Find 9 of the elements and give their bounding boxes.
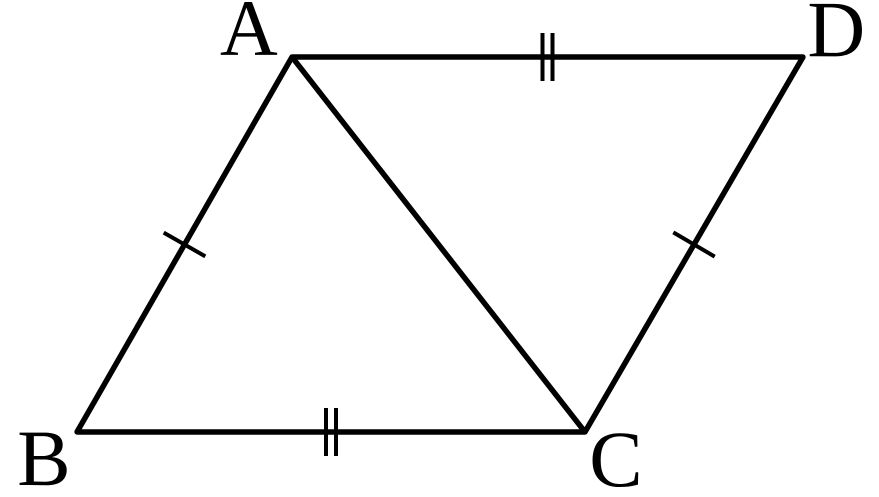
line-segment xyxy=(582,54,806,435)
line-segment xyxy=(74,429,588,435)
line-segment xyxy=(289,54,588,435)
line-segment xyxy=(74,54,295,435)
vertex-label: D xyxy=(810,4,862,56)
vertex-label: A xyxy=(220,2,278,55)
line-segment xyxy=(289,54,806,60)
vertex-label: C xyxy=(592,433,638,488)
vertex-label: B xyxy=(20,432,67,486)
